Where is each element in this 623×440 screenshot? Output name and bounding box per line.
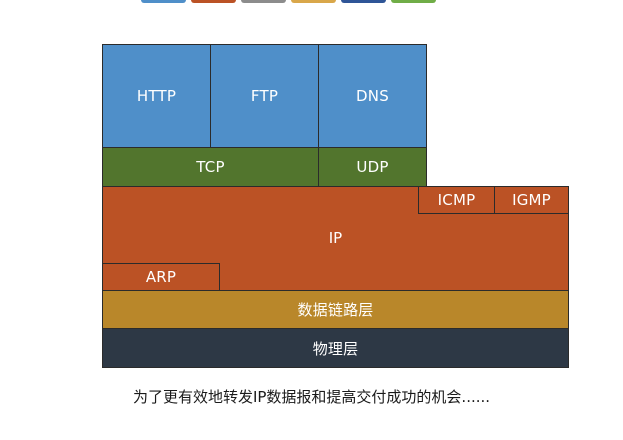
- http-block: HTTP: [102, 44, 211, 148]
- physical-layer-block: 物理层: [102, 328, 569, 368]
- swatch-blue: [141, 0, 186, 3]
- data-link-layer-label: 数据链路层: [297, 301, 374, 319]
- swatch-green: [391, 0, 436, 3]
- swatch-dark-blue: [341, 0, 386, 3]
- data-link-layer-block: 数据链路层: [102, 290, 569, 329]
- tcp-label: TCP: [196, 158, 225, 176]
- swatch-gold: [291, 0, 336, 3]
- dns-label: DNS: [356, 87, 389, 105]
- arp-label: ARP: [145, 268, 177, 286]
- udp-label: UDP: [356, 158, 389, 176]
- ip-label: IP: [328, 229, 343, 247]
- ip-block-upper: [102, 186, 419, 214]
- http-label: HTTP: [136, 87, 177, 105]
- dns-block: DNS: [318, 44, 427, 148]
- arp-block: ARP: [102, 263, 220, 291]
- physical-layer-label: 物理层: [312, 339, 359, 358]
- ip-label-wrap: IP: [102, 214, 569, 262]
- ftp-block: FTP: [210, 44, 319, 148]
- udp-block: UDP: [318, 147, 427, 187]
- igmp-block: IGMP: [494, 186, 569, 214]
- ftp-label: FTP: [250, 87, 279, 105]
- caption-text: 为了更有效地转发IP数据报和提高交付成功的机会......: [132, 388, 491, 406]
- theme-color-swatches: [0, 0, 623, 6]
- swatch-orange: [191, 0, 236, 3]
- icmp-label: ICMP: [437, 191, 476, 209]
- icmp-block: ICMP: [418, 186, 495, 214]
- igmp-label: IGMP: [512, 191, 551, 209]
- swatch-gray: [241, 0, 286, 3]
- tcp-block: TCP: [102, 147, 319, 187]
